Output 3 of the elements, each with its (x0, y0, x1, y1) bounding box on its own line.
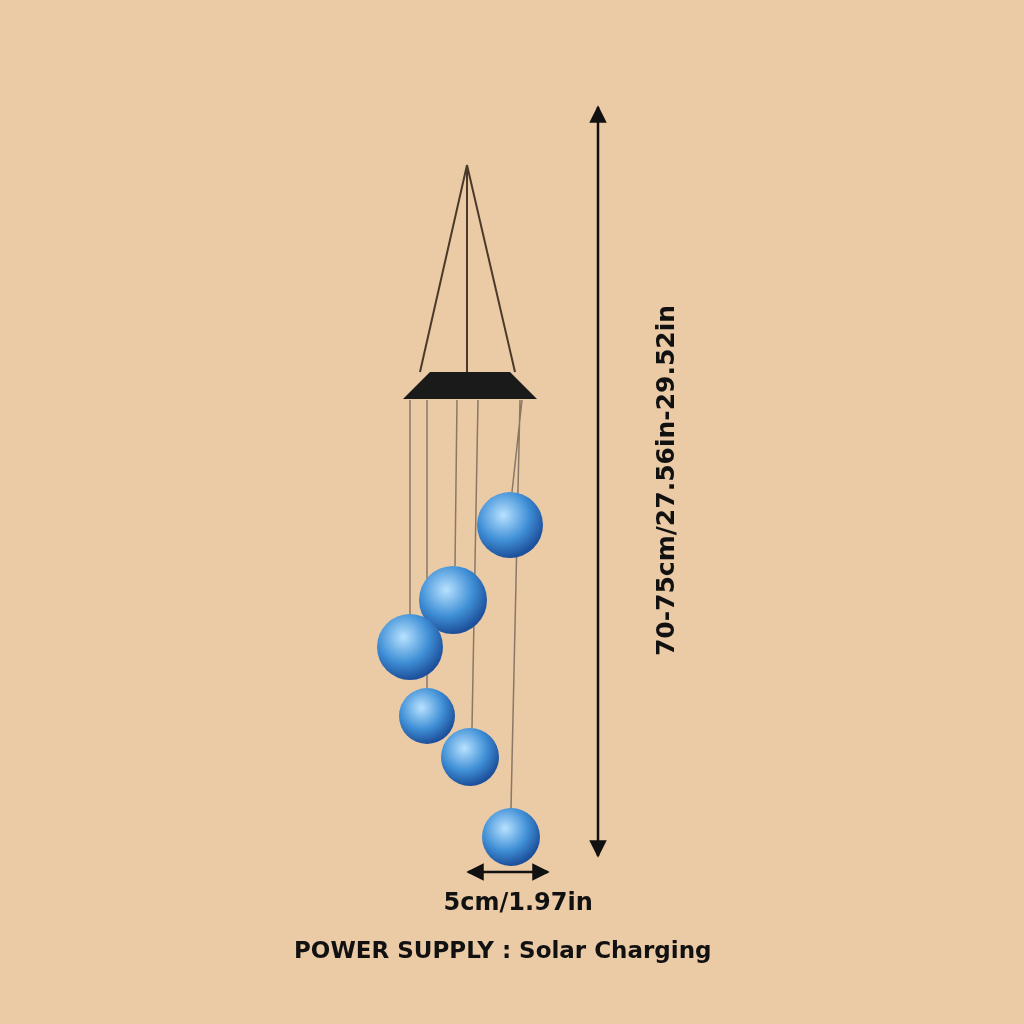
dimension-text: 5cm/1.97in (443, 888, 593, 916)
spec-text: POWER SUPPLY : Solar Charging (294, 937, 712, 963)
dimension-text: 70-75cm/27.56in-29.52in (650, 304, 680, 656)
